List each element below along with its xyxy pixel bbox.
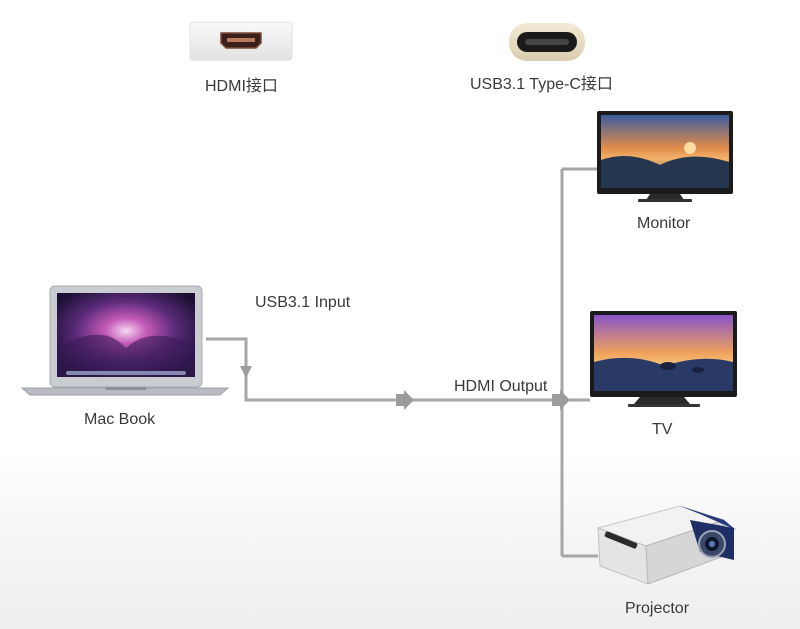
tv-label: TV <box>652 421 673 438</box>
projector-icon <box>596 505 736 585</box>
input-signal-label: USB3.1 Input <box>255 294 351 311</box>
usb-c-port-icon <box>509 23 585 61</box>
monitor-label: Monitor <box>637 215 691 232</box>
right-arrow-icon <box>552 390 570 410</box>
hdmi-port-label: HDMI接口 <box>205 78 278 95</box>
connection-lines <box>206 167 598 558</box>
laptop-label: Mac Book <box>84 411 156 428</box>
tv-icon <box>590 311 737 407</box>
output-signal-label: HDMI Output <box>454 378 548 395</box>
usb-c-port-label: USB3.1 Type-C接口 <box>470 76 613 93</box>
monitor-icon <box>597 111 733 202</box>
hdmi-port-icon <box>189 21 293 61</box>
laptop-icon <box>20 285 230 396</box>
right-arrow-icon <box>396 390 414 410</box>
down-arrow-icon <box>240 366 252 378</box>
arrow-heads <box>240 366 570 410</box>
projector-label: Projector <box>625 600 690 617</box>
